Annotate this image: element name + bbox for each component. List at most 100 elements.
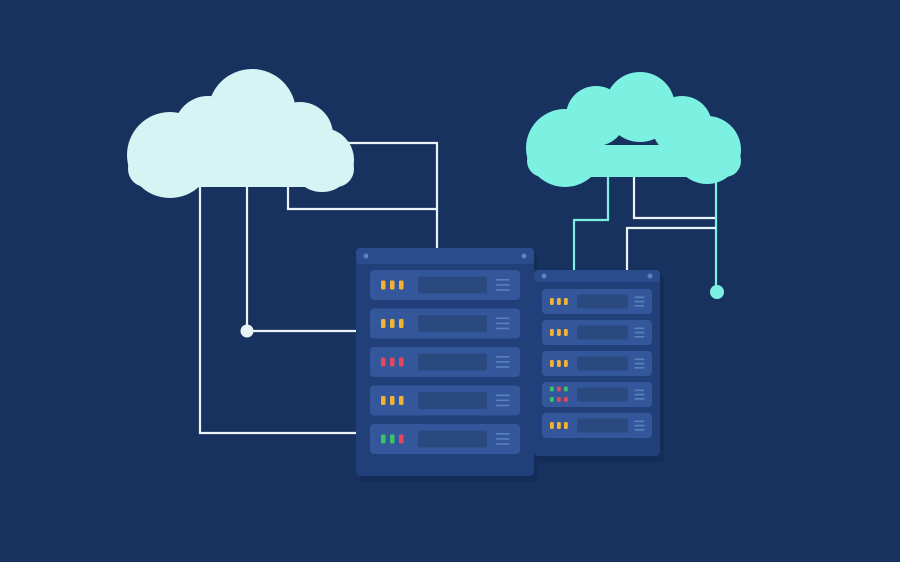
server-unit-panel (577, 418, 628, 433)
rack-large (356, 248, 538, 482)
server-unit-vent (496, 289, 510, 291)
status-led-red (564, 397, 568, 402)
server-unit-panel (418, 392, 487, 409)
server-unit-vent (634, 429, 645, 431)
server-unit-vent (496, 433, 510, 435)
rack-screw (541, 273, 547, 279)
status-led-amber (550, 422, 554, 429)
status-led-amber (550, 360, 554, 367)
status-led-amber (564, 422, 568, 429)
rack-screw (521, 253, 527, 259)
status-led-amber (390, 319, 395, 328)
server-unit-vent (634, 331, 645, 334)
rack-screw (363, 253, 369, 259)
server-unit-vent (634, 362, 645, 365)
server-unit-vent (634, 420, 645, 423)
server-unit-panel (418, 430, 487, 448)
server-unit-vent (496, 399, 510, 402)
server-unit-vent (634, 389, 645, 392)
server-unit-vent (496, 279, 510, 281)
status-led-red (399, 357, 404, 367)
server-unit-vent (496, 322, 510, 325)
server-racks (356, 248, 664, 482)
server-unit-vent (634, 393, 645, 396)
status-led-red (390, 357, 395, 367)
server-unit-vent (634, 327, 645, 330)
status-led-green (550, 397, 554, 402)
server-unit-vent (496, 404, 510, 407)
server-unit-panel (418, 315, 487, 332)
server-unit-vent (634, 296, 645, 299)
server-unit-vent (496, 284, 510, 286)
server-unit-panel (577, 325, 628, 340)
server-unit-vent (496, 443, 510, 445)
status-led-green (564, 386, 568, 392)
server-unit (542, 413, 652, 438)
server-unit-vent (496, 356, 510, 358)
server-unit (370, 424, 520, 454)
server-unit-panel (577, 356, 628, 371)
server-unit (542, 382, 652, 407)
wire-left-top (340, 141, 439, 250)
status-led-amber (550, 329, 554, 336)
status-led-red (557, 397, 561, 402)
server-unit-vent (634, 358, 645, 361)
status-led-amber (557, 298, 561, 305)
status-led-amber (564, 298, 568, 305)
status-led-amber (390, 280, 395, 290)
server-unit-vent (634, 305, 645, 307)
status-led-red (399, 434, 404, 444)
rack-small (534, 270, 664, 462)
server-unit (542, 289, 652, 314)
status-led-amber (550, 298, 554, 305)
status-led-amber (381, 319, 386, 328)
status-led-green (550, 386, 554, 392)
status-led-amber (399, 319, 404, 328)
status-led-amber (390, 396, 395, 405)
wire-right-low (625, 226, 716, 272)
rack-screw (647, 273, 653, 279)
network-node-right (710, 285, 724, 299)
status-led-amber (557, 360, 561, 367)
status-led-red (557, 386, 561, 392)
status-led-amber (557, 422, 561, 429)
wire-right-branch (632, 172, 716, 220)
status-led-amber (399, 280, 404, 290)
server-unit-vent (496, 361, 510, 363)
status-led-red (381, 357, 386, 367)
server-unit-vent (634, 336, 645, 338)
server-unit-vent (634, 300, 645, 303)
status-led-amber (381, 396, 386, 405)
server-unit-vent (496, 317, 510, 320)
server-unit (370, 385, 520, 416)
cloud-left-icon (127, 69, 354, 198)
server-unit-vent (634, 367, 645, 369)
server-unit (370, 308, 520, 339)
server-unit-vent (496, 394, 510, 397)
server-unit-panel (418, 353, 487, 371)
rack-header (356, 248, 534, 264)
server-unit-vent (496, 327, 510, 330)
status-led-amber (564, 360, 568, 367)
status-led-amber (399, 396, 404, 405)
cloud-right-icon (526, 72, 741, 187)
server-unit (542, 320, 652, 345)
server-unit-panel (577, 294, 628, 309)
server-unit (370, 347, 520, 377)
server-unit (370, 270, 520, 300)
network-wires-right (572, 172, 718, 286)
server-unit-panel (418, 276, 487, 294)
server-unit-vent (496, 438, 510, 440)
wire-right-teal (572, 172, 610, 272)
status-led-green (390, 434, 395, 444)
rack-header (534, 270, 660, 282)
status-led-amber (564, 329, 568, 336)
status-led-amber (557, 329, 561, 336)
server-unit-vent (634, 398, 645, 400)
wire-left-mid (286, 184, 437, 211)
status-led-green (381, 434, 386, 444)
server-unit-panel (577, 387, 628, 402)
server-unit-vent (634, 424, 645, 427)
server-unit-vent (496, 366, 510, 368)
server-unit (542, 351, 652, 376)
